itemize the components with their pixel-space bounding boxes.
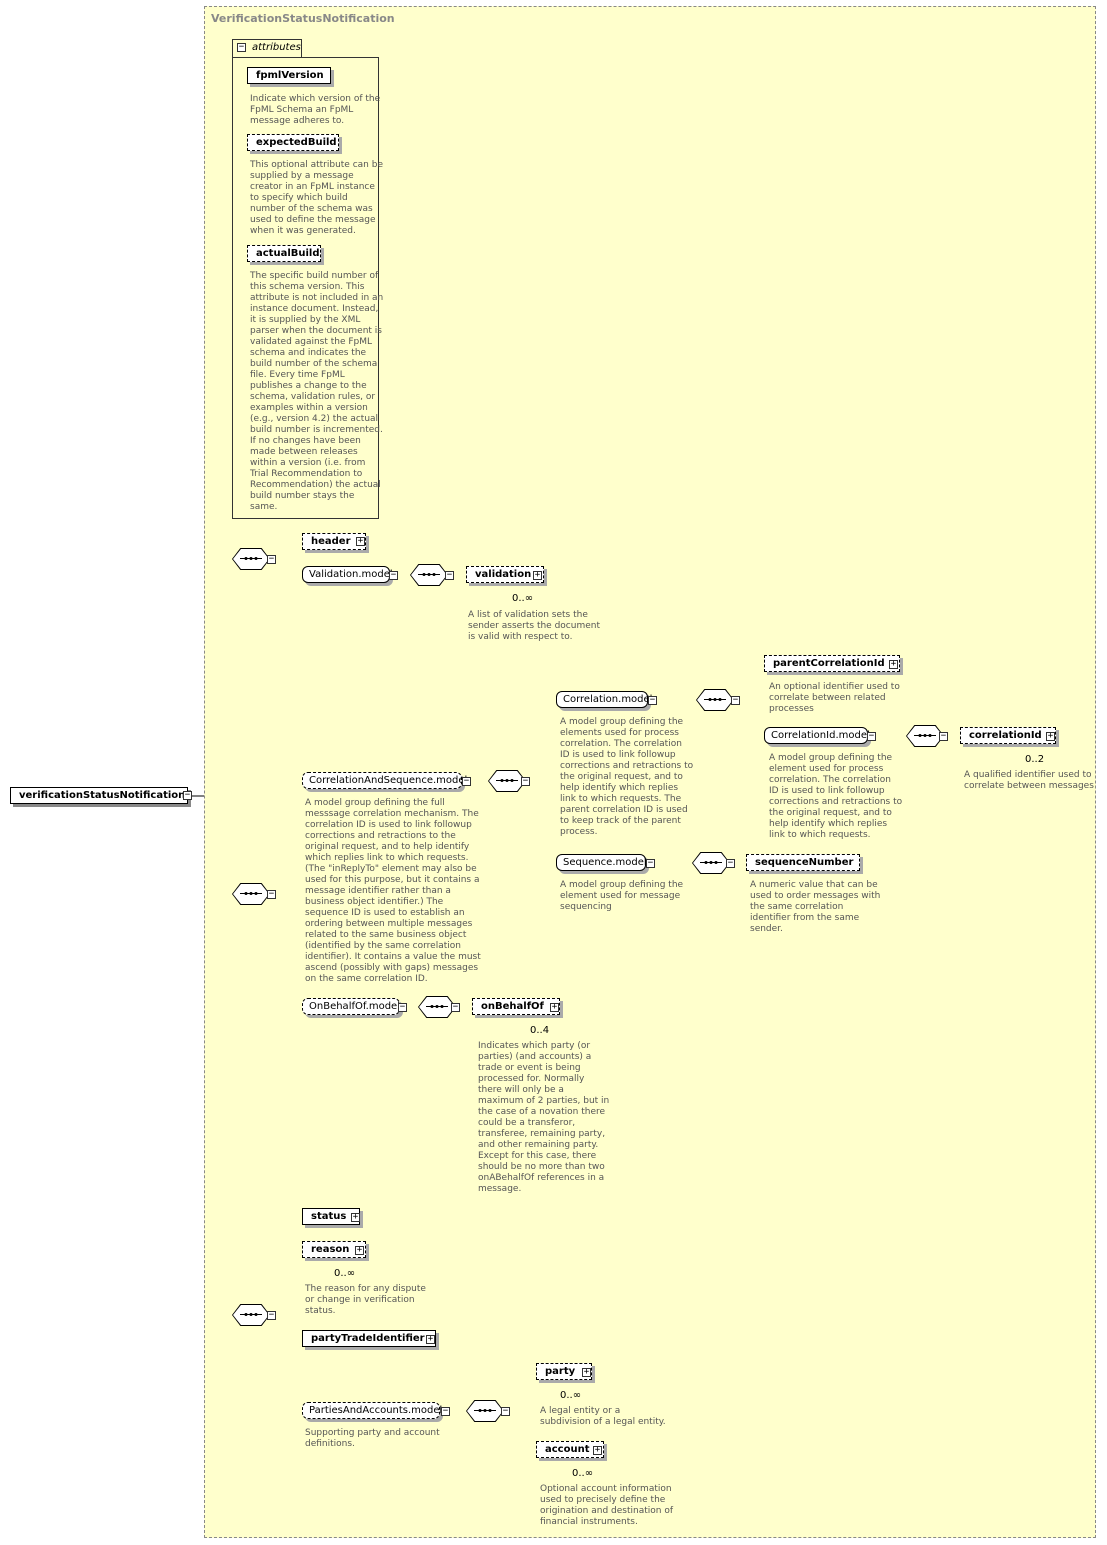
- element-correlation-id[interactable]: correlationId: [960, 727, 1056, 744]
- correlation-id-desc: A qualified identifier used to correlate…: [964, 770, 1094, 791]
- expand-icon[interactable]: +: [550, 1002, 559, 1012]
- collapse-icon[interactable]: −: [267, 1310, 276, 1320]
- collapse-icon[interactable]: −: [267, 889, 276, 899]
- attr-expectedBuild[interactable]: expectedBuild: [247, 134, 339, 151]
- validation-cardinality: 0..∞: [512, 593, 534, 604]
- collapse-icon[interactable]: −: [731, 695, 740, 705]
- sequence-compositor-icon[interactable]: [466, 1400, 504, 1422]
- expand-icon[interactable]: +: [351, 1212, 360, 1222]
- collapse-icon[interactable]: −: [451, 1002, 460, 1012]
- sequence-compositor-icon[interactable]: [692, 852, 730, 874]
- expand-icon[interactable]: +: [356, 536, 365, 546]
- on-behalf-of-cardinality: 0..4: [530, 1025, 550, 1036]
- party-cardinality: 0..∞: [560, 1390, 582, 1401]
- collapse-icon[interactable]: −: [389, 570, 398, 580]
- collapse-icon[interactable]: −: [462, 776, 471, 786]
- sequence-compositor-icon[interactable]: [232, 1304, 270, 1326]
- element-reason[interactable]: reason: [302, 1241, 366, 1258]
- collapse-icon[interactable]: −: [726, 858, 735, 868]
- element-account[interactable]: account: [536, 1441, 604, 1458]
- expand-icon[interactable]: +: [889, 659, 898, 669]
- attr-actualBuild[interactable]: actualBuild: [247, 245, 321, 262]
- collapse-icon[interactable]: −: [445, 570, 454, 580]
- collapse-icon[interactable]: −: [237, 42, 246, 52]
- element-party-trade-identifier[interactable]: partyTradeIdentifier: [302, 1330, 436, 1347]
- on-behalf-of-desc: Indicates which party (or parties) (and …: [478, 1041, 610, 1194]
- group-correlation-id-model[interactable]: CorrelationId.model: [764, 727, 870, 744]
- collapse-icon[interactable]: −: [648, 695, 657, 705]
- collapse-icon[interactable]: −: [267, 554, 276, 564]
- sequence-number-desc: A numeric value that can be used to orde…: [750, 880, 881, 934]
- element-validation[interactable]: validation: [466, 566, 544, 583]
- account-cardinality: 0..∞: [572, 1468, 594, 1479]
- attr-fpmlVersion[interactable]: fpmlVersion: [247, 67, 331, 84]
- expand-icon[interactable]: +: [426, 1334, 435, 1344]
- group-correlation-and-sequence-model[interactable]: CorrelationAndSequence.model: [302, 772, 467, 789]
- sequence-compositor-icon[interactable]: [488, 770, 526, 792]
- reason-cardinality: 0..∞: [334, 1268, 356, 1279]
- collapse-icon[interactable]: −: [646, 858, 655, 868]
- group-parties-and-accounts-model[interactable]: PartiesAndAccounts.model: [302, 1402, 442, 1419]
- group-correlation-model[interactable]: Correlation.model: [556, 691, 652, 708]
- element-parent-correlation-id[interactable]: parentCorrelationId: [764, 655, 900, 672]
- attr-expectedBuild-desc: This optional attribute can be supplied …: [250, 160, 383, 236]
- group-validation-model[interactable]: Validation.model: [302, 566, 393, 583]
- attr-fpmlVersion-desc: Indicate which version of the FpML Schem…: [250, 94, 381, 126]
- correlation-model-desc: A model group defining the elements used…: [560, 717, 694, 837]
- collapse-icon[interactable]: −: [501, 1406, 510, 1416]
- sequence-compositor-icon[interactable]: [232, 883, 270, 905]
- reason-desc: The reason for any dispute or change in …: [305, 1284, 426, 1316]
- frame-title: VerificationStatusNotification: [211, 12, 395, 25]
- correlation-id-model-desc: A model group defining the element used …: [769, 753, 903, 840]
- collapse-icon[interactable]: −: [398, 1002, 407, 1012]
- expand-icon[interactable]: +: [1046, 731, 1055, 741]
- collapse-icon[interactable]: −: [939, 731, 948, 741]
- sequence-compositor-icon[interactable]: [418, 996, 456, 1018]
- expand-icon[interactable]: +: [593, 1445, 602, 1455]
- sequence-model-desc: A model group defining the element used …: [560, 880, 684, 912]
- collapse-icon[interactable]: −: [183, 790, 192, 800]
- sequence-compositor-icon[interactable]: [696, 689, 734, 711]
- parent-correlation-desc: An optional identifier used to correlate…: [769, 682, 900, 714]
- collapse-icon[interactable]: −: [441, 1406, 450, 1416]
- sequence-compositor-icon[interactable]: [906, 725, 944, 747]
- parties-and-accounts-desc: Supporting party and account definitions…: [305, 1428, 440, 1449]
- attributes-tab: [232, 39, 302, 58]
- party-desc: A legal entity or a subdivision of a leg…: [540, 1406, 666, 1427]
- sequence-compositor-icon[interactable]: [232, 548, 270, 570]
- collapse-icon[interactable]: −: [521, 776, 530, 786]
- corr-seq-desc: A model group defining the full messsage…: [305, 798, 481, 984]
- element-party[interactable]: party: [536, 1363, 592, 1380]
- group-on-behalf-of-model[interactable]: OnBehalfOf.model: [302, 998, 400, 1015]
- attributes-label: attributes: [252, 42, 301, 53]
- expand-icon[interactable]: +: [582, 1367, 591, 1377]
- expand-icon[interactable]: +: [533, 570, 542, 580]
- element-header[interactable]: header: [302, 533, 366, 550]
- attr-actualBuild-desc: The specific build number of this schema…: [250, 271, 384, 512]
- root-element[interactable]: verificationStatusNotification: [10, 787, 188, 804]
- group-sequence-model[interactable]: Sequence.model: [556, 854, 647, 871]
- correlation-id-cardinality: 0..2: [1025, 754, 1045, 765]
- element-sequence-number[interactable]: sequenceNumber: [746, 854, 860, 871]
- expand-icon[interactable]: +: [355, 1245, 364, 1255]
- validation-desc: A list of validation sets the sender ass…: [468, 610, 600, 642]
- sequence-compositor-icon[interactable]: [410, 564, 448, 586]
- account-desc: Optional account information used to pre…: [540, 1484, 673, 1527]
- collapse-icon[interactable]: −: [867, 731, 876, 741]
- element-on-behalf-of[interactable]: onBehalfOf: [472, 998, 560, 1015]
